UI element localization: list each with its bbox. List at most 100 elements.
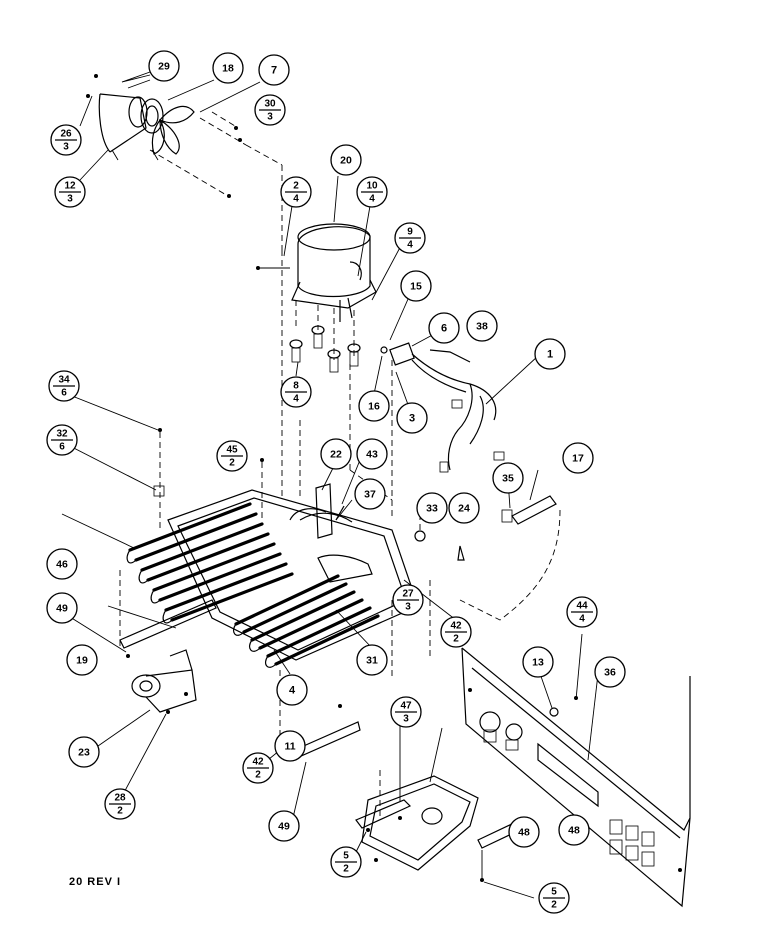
callout-number: 36: [604, 667, 616, 679]
callout-quantity: 3: [405, 602, 411, 613]
defrost-thermostat: [459, 495, 561, 621]
callout-1: 1: [534, 338, 566, 370]
callout-ring: [276, 674, 308, 706]
callout-7: 7: [258, 54, 290, 86]
callout-5-2: 52: [330, 846, 362, 878]
callout-24: 24: [448, 492, 480, 524]
callout-ring: [448, 492, 480, 524]
callout-12-3: 123: [54, 176, 86, 208]
callout-45-2: 452: [216, 440, 248, 472]
callout-26-3: 263: [50, 124, 82, 156]
compressor-grommets: [289, 325, 361, 373]
callout-27-3: 273: [392, 584, 424, 616]
callout-32-6: 326: [46, 424, 78, 456]
callout-number: 42: [450, 621, 462, 632]
callout-number: 47: [400, 701, 412, 712]
callout-quantity: 2: [551, 900, 557, 911]
callout-number: 13: [532, 657, 544, 669]
callout-ring: [356, 644, 388, 676]
callout-ring: [356, 438, 388, 470]
callout-48: 48: [558, 814, 590, 846]
callout-43: 43: [356, 438, 388, 470]
callout-33: 33: [416, 492, 448, 524]
callout-quantity: 2: [255, 770, 261, 781]
callout-number: 28: [114, 793, 126, 804]
callout-4: 4: [276, 674, 308, 706]
callout-number: 3: [409, 413, 415, 425]
callout-number: 6: [441, 323, 447, 335]
callout-29: 29: [148, 50, 180, 82]
callout-number: 9: [407, 227, 413, 238]
callout-number: 31: [366, 655, 378, 667]
callout-number: 18: [222, 63, 234, 75]
callout-quantity: 4: [579, 614, 585, 625]
callout-ring: [148, 50, 180, 82]
callout-ring: [320, 438, 352, 470]
callout-13: 13: [522, 646, 554, 678]
callout-ring: [416, 492, 448, 524]
callout-35: 35: [492, 462, 524, 494]
callout-31: 31: [356, 644, 388, 676]
callout-number: 22: [330, 449, 342, 461]
callout-number: 35: [502, 473, 514, 485]
callout-quantity: 4: [293, 394, 299, 405]
callout-quantity: 2: [453, 634, 459, 645]
callout-ring: [66, 644, 98, 676]
callout-42-2: 422: [242, 752, 274, 784]
callout-number: 43: [366, 449, 378, 461]
fan-motor-assembly: [86, 74, 195, 161]
callout-number: 17: [572, 453, 584, 465]
callout-17: 17: [562, 442, 594, 474]
callout-number: 27: [402, 589, 414, 600]
callout-ring: [358, 390, 390, 422]
callout-ring: [522, 646, 554, 678]
callout-number: 26: [60, 129, 72, 140]
callout-number: 23: [78, 747, 90, 759]
callout-number: 10: [366, 181, 378, 192]
callout-number: 49: [56, 603, 68, 615]
callout-42-2: 422: [440, 616, 472, 648]
callout-15: 15: [400, 270, 432, 302]
callout-20: 20: [330, 144, 362, 176]
callout-ring: [562, 442, 594, 474]
callout-9-4: 94: [394, 222, 426, 254]
callout-number: 46: [56, 559, 68, 571]
callout-quantity: 6: [59, 442, 65, 453]
callout-ring: [68, 736, 100, 768]
callout-44-4: 444: [566, 596, 598, 628]
callout-ring: [396, 402, 428, 434]
callout-number: 5: [343, 851, 349, 862]
callout-47-3: 473: [390, 696, 422, 728]
callout-number: 32: [56, 429, 68, 440]
callout-number: 37: [364, 489, 376, 501]
callout-ring: [558, 814, 590, 846]
callout-6: 6: [428, 312, 460, 344]
callout-number: 4: [289, 685, 296, 697]
callout-number: 1: [547, 349, 553, 361]
callout-quantity: 4: [407, 240, 413, 251]
callout-quantity: 4: [293, 194, 299, 205]
compressor: [291, 223, 377, 322]
callout-36: 36: [594, 656, 626, 688]
rail-48-upper: [355, 799, 412, 829]
front-grille-panel: [461, 647, 691, 908]
callout-2-4: 24: [280, 176, 312, 208]
callout-49: 49: [268, 810, 300, 842]
callout-quantity: 3: [63, 142, 69, 153]
callout-18: 18: [212, 52, 244, 84]
callout-46: 46: [46, 548, 78, 580]
callout-ring: [400, 270, 432, 302]
callout-ring: [466, 310, 498, 342]
callout-number: 44: [576, 601, 588, 612]
callout-number: 15: [410, 281, 422, 293]
drain-pan: [361, 727, 479, 871]
callout-number: 16: [368, 401, 380, 413]
drawing-revision-label: 20 REV I: [69, 876, 122, 888]
callout-number: 24: [458, 503, 470, 515]
callout-quantity: 3: [67, 194, 73, 205]
panel-vent-slots: [609, 819, 655, 867]
callout-16: 16: [358, 390, 390, 422]
callout-ring: [508, 816, 540, 848]
callout-number: 2: [293, 181, 299, 192]
